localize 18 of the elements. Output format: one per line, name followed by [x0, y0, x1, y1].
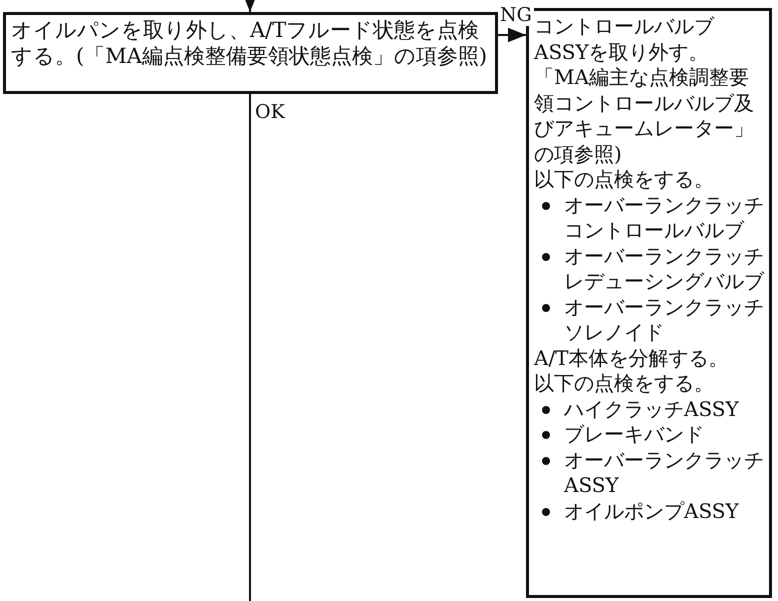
edge-label: NG	[498, 4, 534, 26]
step-text: 「MA編主な点検調整要領コントロールバルブ及びアキュームレーター」の項参照)	[534, 65, 754, 166]
arrow	[242, 0, 258, 12]
list-item-text: オイルポンプASSY	[564, 498, 739, 522]
list-item-text: オーバーランクラッチASSY	[564, 448, 764, 497]
step-text: 以下の点検をする。	[534, 167, 714, 191]
list-item-text: ハイクラッチASSY	[564, 396, 739, 420]
list-item-text: オーバーランクラッチレデューシングバルブ	[564, 244, 764, 293]
step-text: オイルパンを取り外し、A/Tフルード状態を点検する。(「MA編点検整備要領状態点検」の項参照)	[11, 18, 488, 68]
process-box	[3, 12, 498, 94]
connector-line	[249, 94, 251, 601]
list-item-text: オーバーランクラッチソレノイド	[564, 294, 764, 344]
arrow	[498, 28, 526, 42]
step-text: コントロールバルブASSYを取り外す。	[534, 14, 714, 64]
list-item-text: ブレーキバンド	[564, 422, 704, 446]
list-item-text: オーバーランクラッチコントロールバルブ	[564, 192, 764, 242]
step-text: A/T本体を分解する。	[534, 346, 729, 370]
step-text: 以下の点検をする。	[534, 371, 714, 395]
